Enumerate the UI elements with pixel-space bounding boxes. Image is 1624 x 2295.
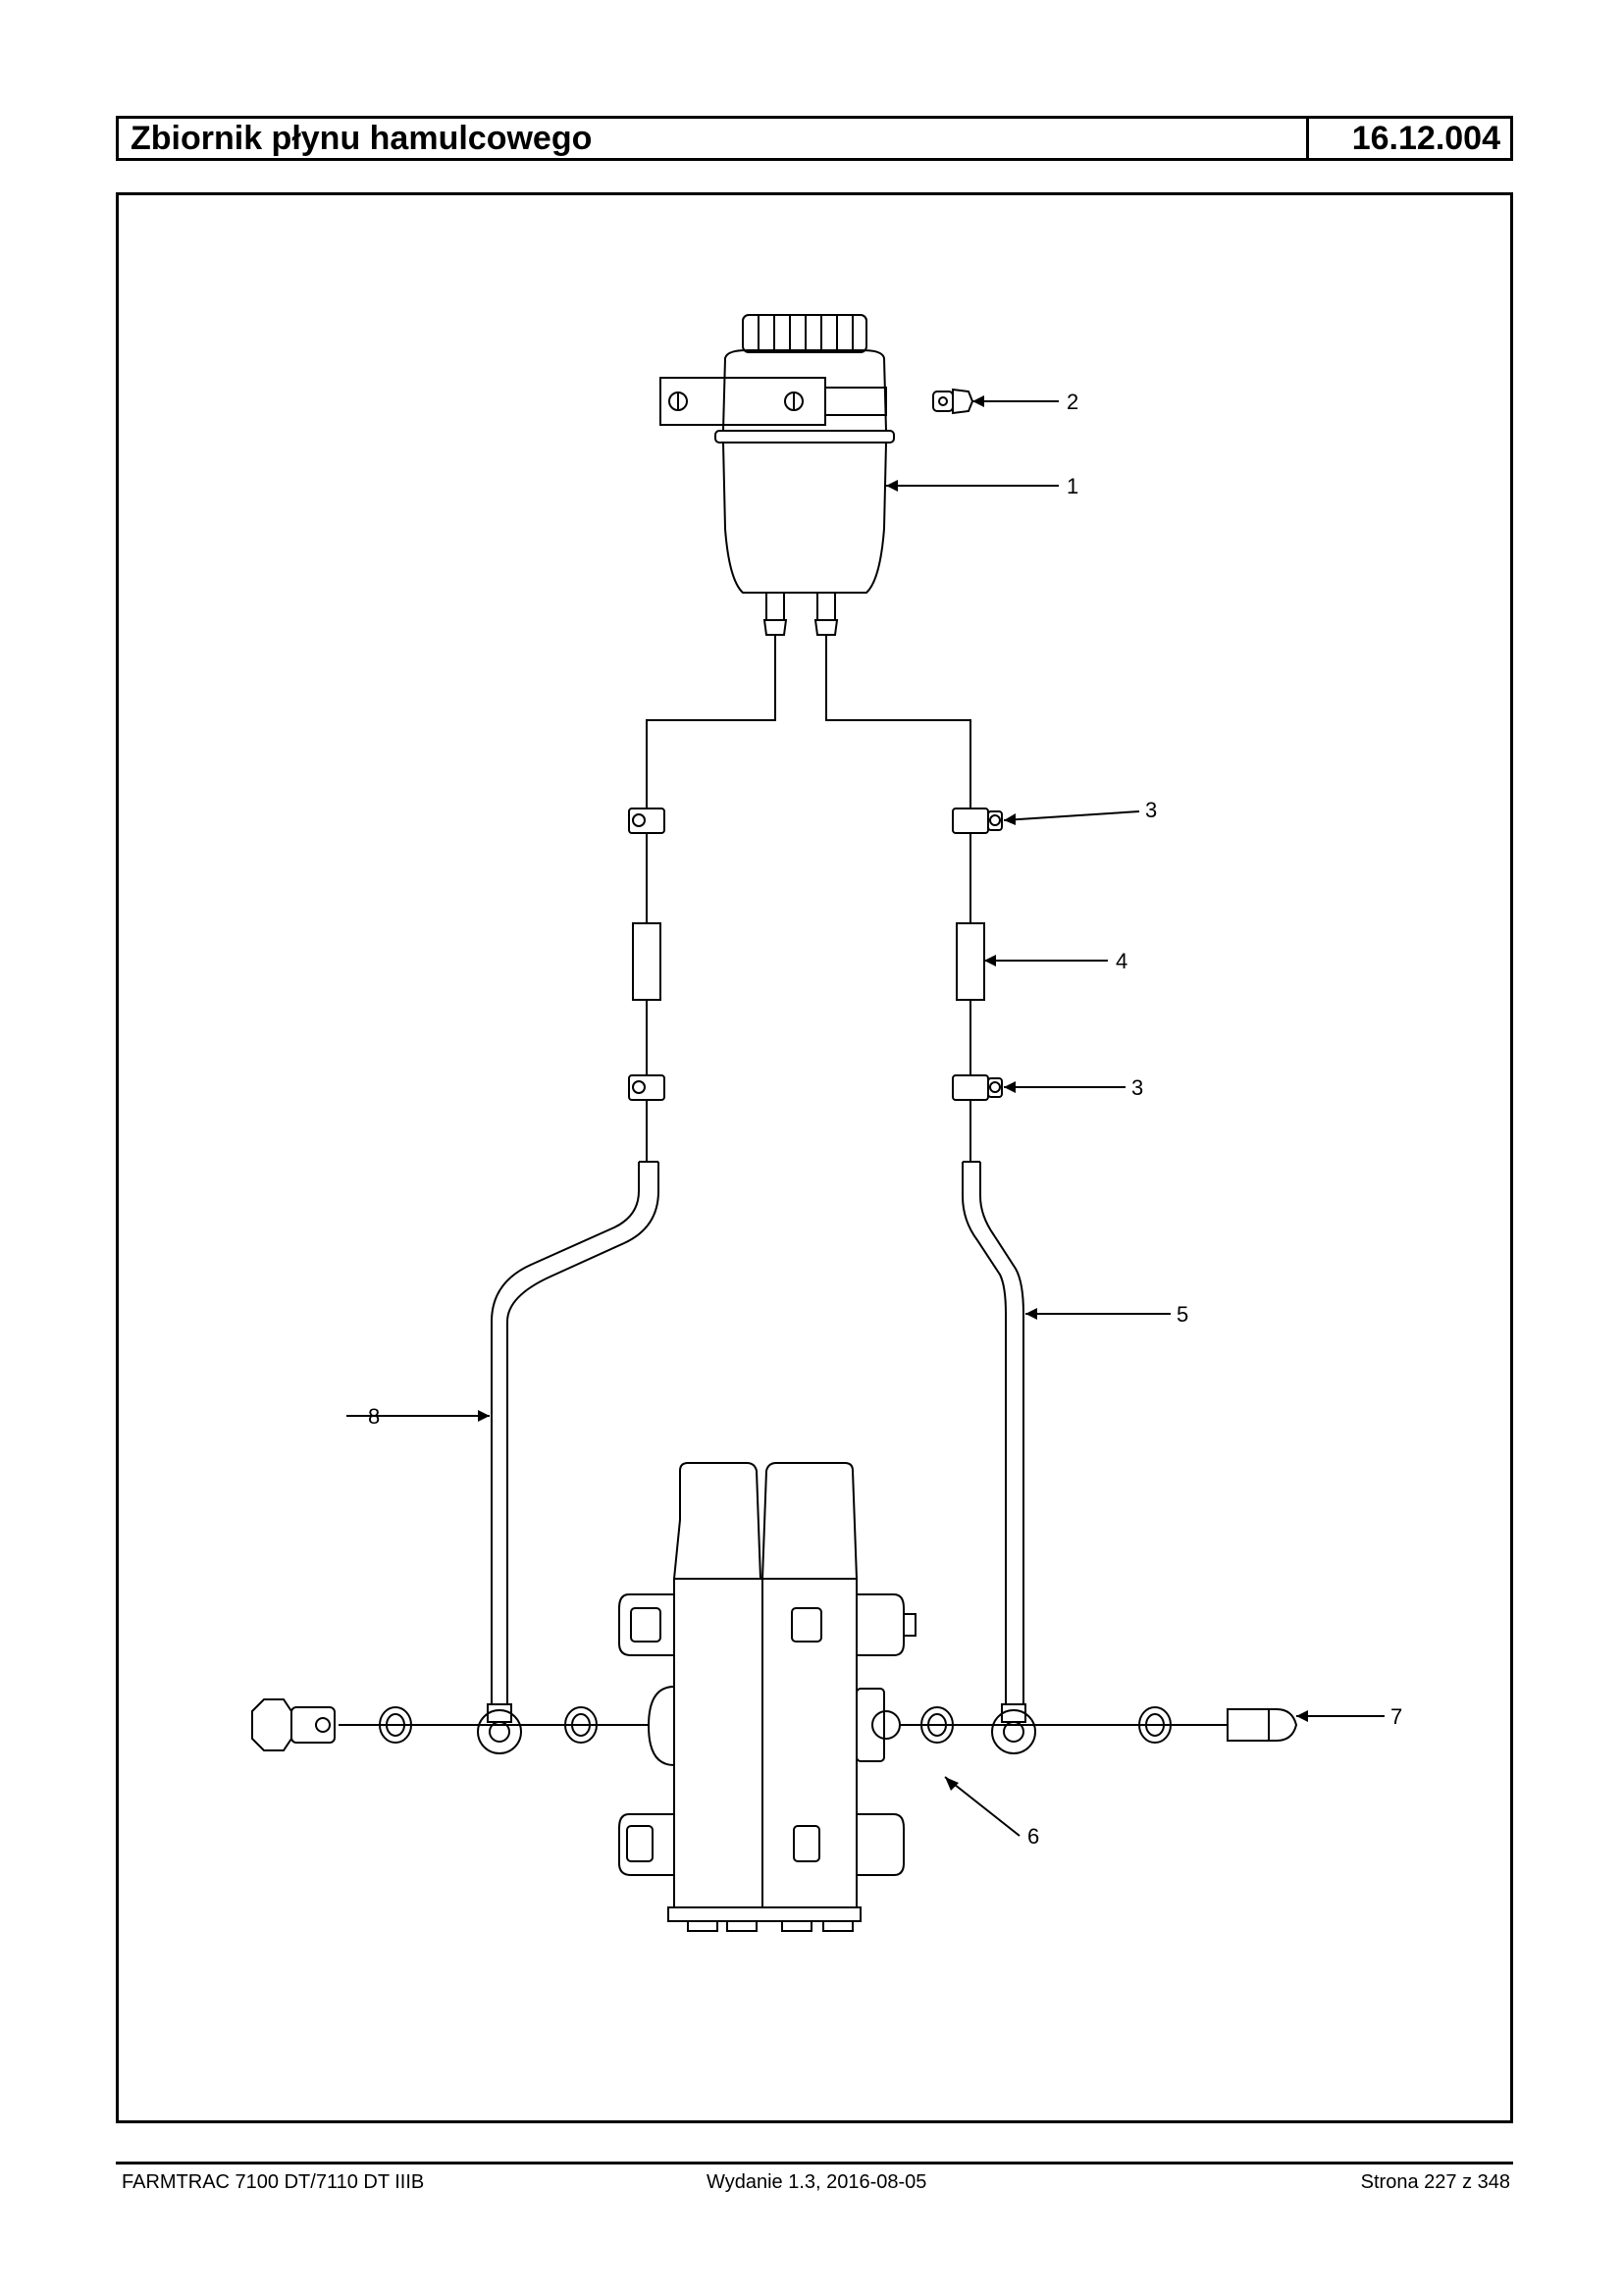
drawing-frame: 2 1 3 4 3 5 8 7 6 [116,192,1513,2123]
hose-connector-left [632,922,661,1001]
brake-fluid-reservoir [714,314,895,636]
leader-lines [346,400,1385,1837]
section-code: 16.12.004 [1351,119,1500,157]
leader-arrowheads [478,395,1308,1791]
callout-8: 8 [368,1404,380,1429]
hose-clamp-right-lower [952,1074,1003,1101]
brake-pipe-left [491,1161,659,1704]
footer-rule [116,2162,1513,2165]
footer-edition: Wydanie 1.3, 2016-08-05 [707,2171,927,2193]
callout-labels: 2 1 3 4 3 5 8 7 6 [368,390,1402,1849]
bracket-bolt [932,388,974,415]
callout-3-upper: 3 [1145,798,1157,822]
hose-clamp-left-lower [628,1074,665,1101]
callout-7: 7 [1390,1704,1402,1729]
callout-3-lower: 3 [1131,1075,1143,1100]
left-banjo-assembly [251,1698,649,1754]
hose-connector-right [956,922,985,1001]
exploded-parts-diagram: 2 1 3 4 3 5 8 7 6 [251,314,1402,1932]
callout-4: 4 [1116,949,1127,973]
callout-2: 2 [1067,390,1078,414]
hose-clamp-right-upper [952,808,1003,834]
hose-clamp-left-upper [628,808,665,834]
header-bar: Zbiornik płynu hamulcowego 16.12.004 [116,116,1513,161]
mounting-bracket [659,377,887,426]
callout-5: 5 [1177,1302,1188,1327]
brake-master-cylinder [618,1462,917,1932]
brake-pipe-right [962,1161,1024,1704]
footer-model: FARMTRAC 7100 DT/7110 DT IIIB [122,2171,425,2193]
right-banjo-assembly [900,1703,1298,1754]
page-title: Zbiornik płynu hamulcowego [119,119,1309,158]
callout-1: 1 [1067,474,1078,498]
reservoir-hoses [646,635,971,1162]
callout-6: 6 [1027,1824,1039,1849]
footer-page-number: Strona 227 z 348 [1360,2171,1510,2193]
